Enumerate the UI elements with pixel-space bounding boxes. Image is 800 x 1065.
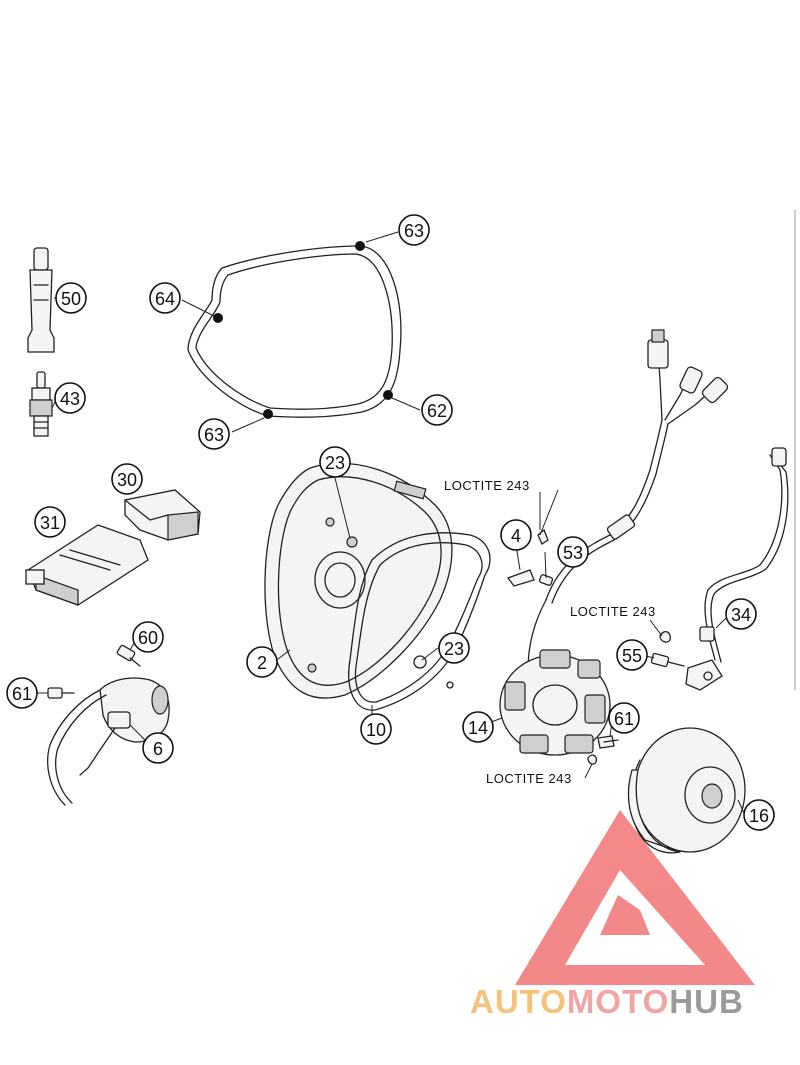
svg-text:6: 6 [153, 739, 163, 759]
svg-text:23: 23 [325, 453, 345, 473]
watermark-logo [515, 810, 755, 985]
screw-60 [116, 644, 141, 667]
wiring-harness [527, 329, 729, 691]
spark-plug-43 [29, 371, 53, 437]
svg-text:62: 62 [427, 401, 447, 421]
pulse-generator-34 [685, 447, 789, 691]
svg-text:AUTOMOTOHUB: AUTOMOTOHUB [470, 983, 744, 1020]
callout-63-top: 63 [398, 214, 430, 246]
callout-16: 16 [743, 799, 775, 831]
callout-61-right: 61 [608, 702, 640, 734]
svg-text:43: 43 [60, 389, 80, 409]
ignition-coil-6 [47, 677, 170, 806]
callout-14: 14 [462, 711, 494, 743]
ignition-cover-2 [264, 462, 453, 699]
callout-64: 64 [149, 282, 181, 314]
coil-screw-61 [47, 687, 75, 699]
svg-text:2: 2 [257, 653, 267, 673]
callout-30: 30 [111, 463, 143, 495]
clamp-4 [506, 544, 535, 587]
callout-60: 60 [132, 621, 164, 653]
stator-screw-61 [587, 735, 619, 765]
svg-text:50: 50 [61, 289, 81, 309]
svg-text:63: 63 [404, 221, 424, 241]
svg-text:30: 30 [117, 470, 137, 490]
rubber-sleeve-30 [124, 489, 201, 541]
svg-text:4: 4 [511, 526, 521, 546]
callout-23-top: 23 [319, 446, 351, 478]
svg-text:60: 60 [138, 628, 158, 648]
loctite-note-bottom: LOCTITE 243 [486, 771, 572, 786]
callout-62: 62 [421, 394, 453, 426]
callout-10: 10 [360, 713, 392, 745]
svg-text:63: 63 [204, 425, 224, 445]
svg-text:34: 34 [731, 605, 751, 625]
callout-50: 50 [55, 282, 87, 314]
svg-text:14: 14 [468, 718, 488, 738]
callout-2: 2 [246, 646, 278, 678]
callout-53: 53 [557, 536, 589, 568]
callout-34: 34 [725, 598, 757, 630]
callout-23-bottom: 23 [438, 632, 470, 664]
svg-text:LOCTITE 243: LOCTITE 243 [486, 771, 572, 786]
svg-text:LOCTITE 243: LOCTITE 243 [444, 478, 530, 493]
watermark-text: AUTOMOTOHUB [470, 983, 744, 1020]
svg-text:31: 31 [40, 513, 60, 533]
screw-55 [650, 631, 685, 668]
svg-text:16: 16 [749, 806, 769, 826]
leader-lines [36, 231, 746, 816]
svg-text:61: 61 [614, 709, 634, 729]
svg-text:10: 10 [366, 720, 386, 740]
stator-14 [499, 649, 611, 756]
cover-gasket-64 [187, 241, 402, 419]
callout-43: 43 [54, 382, 86, 414]
cdi-unit-31 [25, 524, 149, 606]
svg-text:LOCTITE 243: LOCTITE 243 [570, 604, 656, 619]
flywheel-16 [627, 727, 746, 854]
loctite-note-top: LOCTITE 243 [444, 478, 530, 493]
callout-55: 55 [616, 639, 648, 671]
loctite-note-mid: LOCTITE 243 [570, 604, 656, 619]
spark-plug-connector-50 [27, 247, 55, 353]
svg-text:23: 23 [444, 639, 464, 659]
callout-6: 6 [142, 732, 174, 764]
svg-text:64: 64 [155, 289, 175, 309]
callout-4: 4 [500, 519, 532, 551]
svg-text:53: 53 [563, 543, 583, 563]
callout-63-bottom: 63 [198, 418, 230, 450]
svg-text:55: 55 [622, 646, 642, 666]
callout-31: 31 [34, 506, 66, 538]
svg-text:61: 61 [12, 684, 32, 704]
callout-61-left: 61 [6, 677, 38, 709]
